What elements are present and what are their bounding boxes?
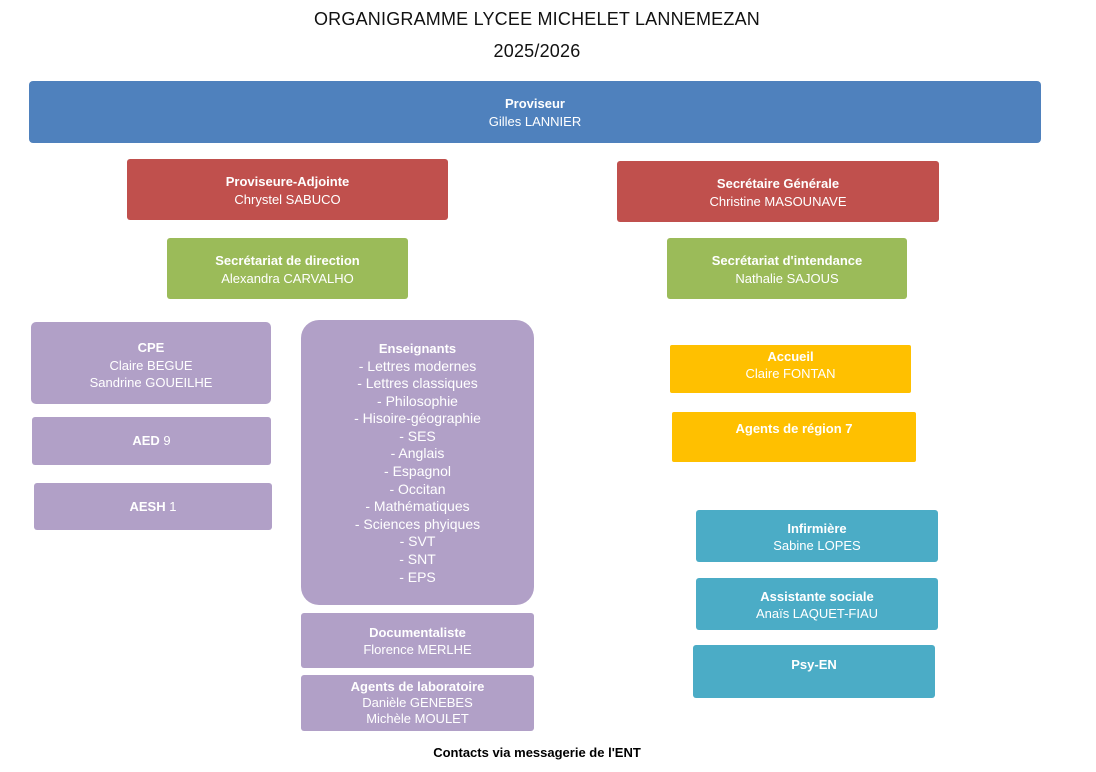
infirmiere-box: Infirmière Sabine LOPES <box>696 510 938 562</box>
agents-region-box: Agents de région 7 <box>672 412 916 462</box>
adjointe-name: Chrystel SABUCO <box>234 191 341 207</box>
psy-en-box: Psy-EN <box>693 645 935 698</box>
proviseur-role: Proviseur <box>505 96 565 111</box>
assistante-sociale-name: Anaïs LAQUET-FIAU <box>755 605 879 621</box>
subject-item: - Philosophie <box>377 392 458 409</box>
enseignants-role: Enseignants <box>378 341 457 356</box>
infirmiere-name: Sabine LOPES <box>773 537 861 553</box>
aesh-count: 1 <box>169 498 177 514</box>
assistante-sociale-box: Assistante sociale Anaïs LAQUET-FIAU <box>696 578 938 630</box>
secretariat-intendance-role: Secrétariat d'intendance <box>711 253 863 268</box>
school-year: 2025/2026 <box>493 41 581 61</box>
aesh-box: AESH 1 <box>34 483 272 530</box>
infirmiere-role: Infirmière <box>787 521 847 536</box>
cpe-role: CPE <box>137 340 165 355</box>
contacts-footer: Contacts via messagerie de l'ENT <box>433 745 641 760</box>
subject-item: - Occitan <box>389 480 446 497</box>
psy-en-role: Psy-EN <box>791 657 837 672</box>
aesh-label: AESH 1 <box>34 498 272 516</box>
subject-item: - Sciences phyiques <box>354 515 481 532</box>
subject-item: - Anglais <box>390 445 445 462</box>
secretariat-intendance-box: Secrétariat d'intendance Nathalie SAJOUS <box>667 238 907 299</box>
secretaire-generale-role: Secrétaire Générale <box>716 176 840 191</box>
adjointe-role: Proviseure-Adjointe <box>225 174 350 189</box>
cpe-box: CPE Claire BEGUE Sandrine GOUEILHE <box>31 322 271 404</box>
subject-item: - Lettres modernes <box>358 357 477 374</box>
secretariat-direction-role: Secrétariat de direction <box>215 253 360 268</box>
aed-role: AED <box>132 433 160 449</box>
agents-region-role: Agents de région 7 <box>735 421 853 436</box>
chart-title: ORGANIGRAMME LYCEE MICHELET LANNEMEZAN <box>313 9 760 29</box>
subject-item: - Lettres classiques <box>357 375 478 392</box>
subject-item: - SVT <box>399 533 436 550</box>
accueil-role: Accueil <box>767 349 814 364</box>
aesh-role: AESH <box>129 498 166 514</box>
enseignants-subject-list: - Lettres modernes - Lettres classiques … <box>301 358 534 587</box>
proviseur-name: Gilles LANNIER <box>488 113 582 129</box>
secretariat-direction-name: Alexandra CARVALHO <box>221 270 354 286</box>
assistante-sociale-role: Assistante sociale <box>760 589 874 604</box>
subject-item: - EPS <box>399 568 436 585</box>
aed-box: AED 9 <box>32 417 271 465</box>
aed-label: AED 9 <box>32 432 271 450</box>
enseignants-box: Enseignants - Lettres modernes - Lettres… <box>301 320 534 605</box>
secretariat-direction-box: Secrétariat de direction Alexandra CARVA… <box>167 238 408 299</box>
secretaire-generale-name: Christine MASOUNAVE <box>709 193 847 209</box>
subject-item: - SNT <box>399 551 436 568</box>
secretariat-intendance-name: Nathalie SAJOUS <box>735 270 839 286</box>
subject-item: - Hisoire-géographie <box>354 410 481 427</box>
subject-item: - Espagnol <box>384 463 451 480</box>
proviseur-box: Proviseur Gilles LANNIER <box>29 81 1041 143</box>
agents-laboratoire-box: Agents de laboratoire Danièle GENEBES Mi… <box>301 675 534 731</box>
documentaliste-name: Florence MERLHE <box>363 641 472 657</box>
accueil-box: Accueil Claire FONTAN <box>670 345 911 393</box>
cpe-name: Claire BEGUE <box>109 357 193 373</box>
documentaliste-box: Documentaliste Florence MERLHE <box>301 613 534 668</box>
subject-item: - Mathématiques <box>365 498 470 515</box>
subject-item: - SES <box>399 427 436 444</box>
proviseure-adjointe-box: Proviseure-Adjointe Chrystel SABUCO <box>127 159 448 220</box>
aed-count: 9 <box>163 433 171 449</box>
agents-laboratoire-name: Danièle GENEBES <box>362 695 473 710</box>
documentaliste-role: Documentaliste <box>369 625 466 640</box>
cpe-name: Sandrine GOUEILHE <box>89 375 213 390</box>
agents-laboratoire-name: Michèle MOULET <box>366 711 469 726</box>
accueil-name: Claire FONTAN <box>745 365 836 381</box>
agents-laboratoire-role: Agents de laboratoire <box>350 679 485 694</box>
secretaire-generale-box: Secrétaire Générale Christine MASOUNAVE <box>617 161 939 222</box>
